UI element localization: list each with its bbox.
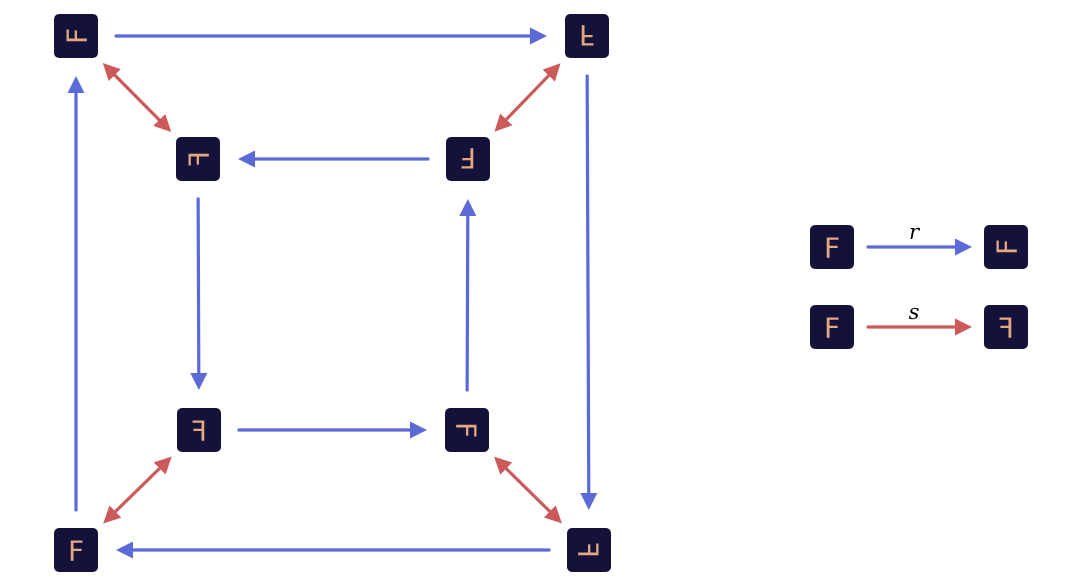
rotation-arrow [67, 76, 85, 512]
tile-background [445, 408, 489, 452]
letter-f-glyph: F [998, 312, 1014, 345]
rotation-arrow [580, 74, 598, 511]
arrow-shaft [501, 463, 555, 517]
letter-f-glyph: F [61, 28, 94, 44]
letter-f-glyph: F [824, 312, 840, 345]
tile-background [984, 225, 1028, 269]
edges-layer [67, 27, 598, 559]
reflection-arrow [494, 63, 561, 132]
arrow-shaft [110, 463, 165, 517]
tile-background [177, 408, 221, 452]
legend-row-r: F Fr [810, 220, 1028, 269]
arrow-head [542, 63, 561, 82]
tile-background [565, 14, 609, 58]
tile-background [984, 305, 1028, 349]
reflection-arrow [102, 62, 172, 133]
arrow-head [955, 238, 972, 256]
node-inner-bottom-left: F [177, 408, 221, 452]
reflection-arrow [494, 456, 562, 524]
rotation-arrow [238, 150, 430, 168]
legend-label: s [909, 300, 920, 324]
arrow-shaft [585, 74, 591, 500]
arrow-head [459, 198, 477, 217]
arrow-head [190, 372, 208, 391]
node-outer-top-right: F [565, 14, 609, 58]
arrow-shaft [465, 209, 470, 392]
letter-f-glyph: F [450, 422, 483, 438]
tile-background [810, 305, 854, 349]
letter-f-glyph: F [183, 151, 216, 167]
tile-background [54, 14, 98, 58]
rotation-arrow [114, 27, 547, 45]
letter-f-glyph: F [191, 415, 207, 448]
rotation-arrow [866, 238, 972, 256]
arrow-head [153, 113, 172, 133]
legend-source-glyph: F [810, 305, 854, 349]
arrow-head [955, 318, 972, 336]
tile-background [810, 225, 854, 269]
arrow-head [494, 113, 513, 132]
legend: F FrF Fs [810, 220, 1028, 349]
legend-row-s: F Fs [810, 300, 1028, 349]
node-outer-bottom-right: F [567, 528, 611, 572]
tile-background [54, 528, 98, 572]
arrow-head [410, 421, 427, 439]
arrow-head [103, 505, 122, 524]
letter-f-glyph: F [824, 232, 840, 265]
arrow-head [102, 62, 121, 82]
arrow-head [530, 27, 547, 45]
arrow-head [67, 76, 85, 93]
arrow-shaft [501, 70, 554, 125]
arrow-head [238, 150, 255, 168]
rotation-arrow [116, 541, 551, 559]
letter-f-glyph: F [579, 19, 595, 52]
legend-source-glyph: F [810, 225, 854, 269]
rotation-arrow [190, 197, 208, 391]
node-inner-top-left: F [176, 137, 220, 181]
arrow-head [116, 541, 133, 559]
tile-background [567, 528, 611, 572]
arrow-shaft [109, 69, 165, 126]
nodes-layer: F F F F F F F F [54, 14, 611, 572]
arrow-head [543, 505, 562, 524]
rotation-arrow [459, 198, 477, 392]
node-inner-bottom-right: F [445, 408, 489, 452]
rotation-arrow [237, 421, 427, 439]
reflection-arrow [866, 318, 972, 336]
letter-f-glyph: F [991, 239, 1024, 255]
letter-f-glyph: F [68, 535, 84, 568]
letter-f-glyph: F [572, 542, 605, 558]
legend-label: r [909, 220, 921, 244]
node-outer-bottom-left: F [54, 528, 98, 572]
letter-f-glyph: F [460, 142, 476, 175]
tile-background [176, 137, 220, 181]
reflection-arrow [103, 456, 172, 524]
arrow-head [494, 456, 513, 475]
node-inner-top-right: F [446, 137, 490, 181]
tile-background [446, 137, 490, 181]
arrow-head [153, 456, 172, 475]
arrow-head [580, 492, 598, 511]
arrow-shaft [196, 197, 201, 380]
node-outer-top-left: F [54, 14, 98, 58]
legend-target-glyph: F [984, 305, 1028, 349]
legend-target-glyph: F [984, 225, 1028, 269]
